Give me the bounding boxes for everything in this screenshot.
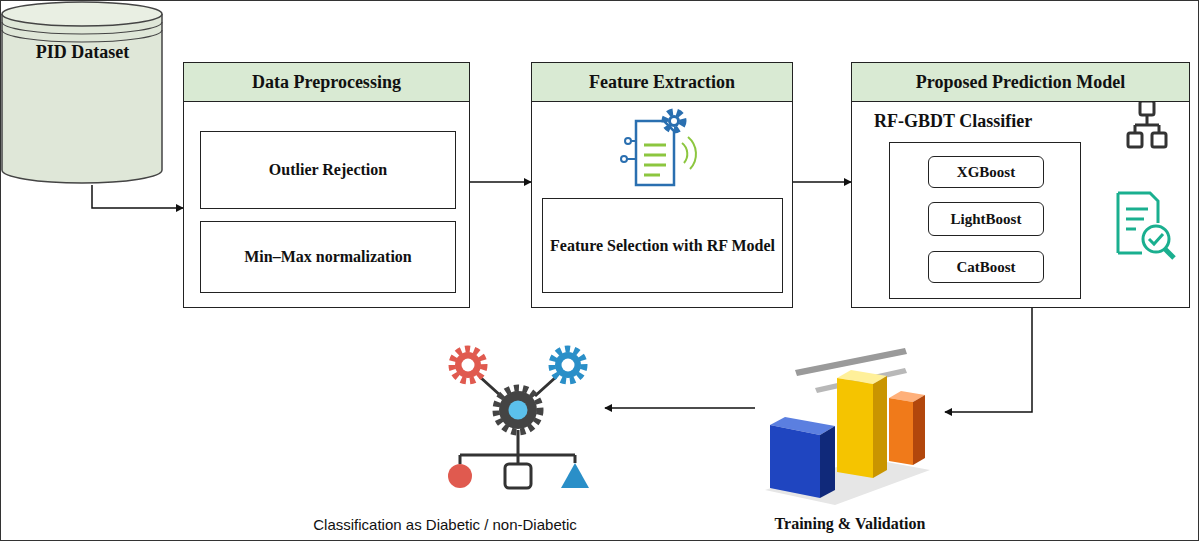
figure-label: Training & Validation	[755, 515, 945, 533]
model-box: XGBoost	[928, 156, 1044, 188]
node-label: CatBoost	[956, 259, 1015, 276]
node-label: XGBoost	[957, 164, 1015, 181]
model-box: LightBoost	[928, 202, 1044, 236]
stage-panel: Feature ExtractionFeature Selection with…	[531, 62, 793, 308]
dataset-cylinder: PID Dataset	[0, 0, 165, 185]
bar-chart-icon	[755, 340, 945, 535]
illustration-node: Classification as Diabetic / non-Diabeti…	[285, 330, 605, 535]
node-label: LightBoost	[951, 211, 1022, 228]
process-box: Min–Max normalization	[200, 221, 456, 293]
flow-arrow	[605, 407, 755, 409]
node-label: Outlier Rejection	[269, 161, 387, 179]
flow-arrow	[470, 181, 531, 183]
model-box: CatBoost	[928, 251, 1044, 283]
node-label: Min–Max normalization	[244, 248, 412, 266]
node-label: Feature Selection with RF Model	[550, 237, 775, 255]
stage-panel: Data PreprocessingOutlier RejectionMin–M…	[183, 62, 470, 308]
classification-icon	[285, 330, 605, 535]
figure-label: Classification as Diabetic / non-Diabeti…	[285, 516, 605, 533]
process-box: Outlier Rejection	[200, 131, 456, 209]
panel-header: Proposed Prediction Model	[852, 63, 1189, 102]
cylinder-shape	[0, 0, 165, 185]
process-box: Feature Selection with RF Model	[542, 198, 783, 293]
flow-arrow	[793, 181, 851, 183]
panel-header: Data Preprocessing	[184, 63, 469, 102]
illustration-node: Training & Validation	[755, 340, 945, 535]
classifier-group: RF-GBDT ClassifierXGBoostLightBoostCatBo…	[874, 109, 1081, 299]
stage-panel: Proposed Prediction ModelRF-GBDT Classif…	[851, 62, 1190, 308]
panel-header: Feature Extraction	[532, 63, 792, 102]
flow-arrow	[92, 185, 183, 208]
flow-arrow	[945, 308, 1032, 412]
group-heading: RF-GBDT Classifier	[874, 109, 1081, 133]
node-label: PID Dataset	[0, 42, 165, 63]
